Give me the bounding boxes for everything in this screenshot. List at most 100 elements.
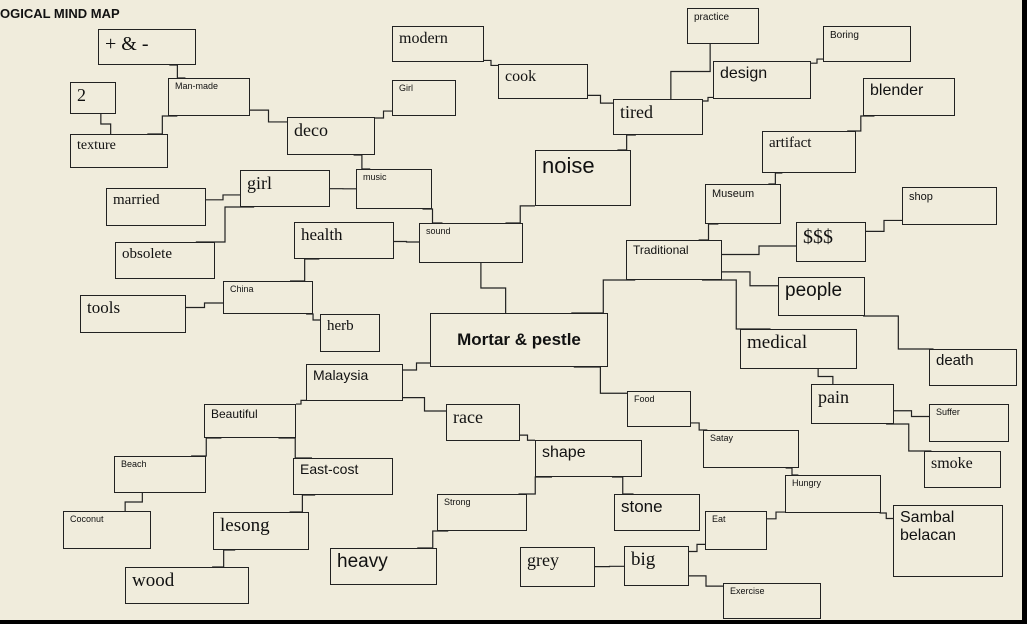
connector-artifact-to-blender: [847, 115, 875, 132]
node-label: heavy: [337, 551, 388, 572]
node-shop: shop: [902, 187, 997, 225]
node-coconut: Coconut: [63, 511, 151, 549]
node-label: Beautiful: [211, 407, 258, 421]
connector-eat-to-big: [689, 543, 705, 553]
node-satay: Satay: [703, 430, 799, 468]
node-mortar-pestle: Mortar & pestle: [430, 313, 608, 367]
connector-shape-to-stone: [611, 476, 634, 495]
node-strong: Strong: [437, 494, 527, 531]
node-traditional: Traditional: [626, 240, 722, 280]
node-girl-small: Girl: [392, 80, 456, 116]
node-label: noise: [542, 153, 595, 178]
node-label: tired: [620, 102, 653, 122]
node-design: design: [713, 61, 811, 99]
node-tired: tired: [613, 99, 703, 135]
connector-mortar-pestle-to-sound: [480, 263, 507, 313]
node-label: cook: [505, 68, 537, 85]
node-label: texture: [77, 138, 116, 153]
node-cook: cook: [498, 64, 588, 99]
node-label: shape: [542, 444, 586, 461]
node-label: shop: [909, 191, 933, 203]
node-label: Malaysia: [313, 367, 369, 383]
connector-china-to-tools: [186, 302, 223, 309]
node-label: race: [453, 407, 483, 427]
node-people: people: [778, 277, 865, 316]
connector-mortar-pestle-to-food: [573, 366, 627, 394]
connector-traditional-to-medical: [701, 279, 771, 330]
node-museum: Museum: [705, 184, 781, 224]
connector-china-to-herb: [306, 313, 320, 321]
node-dollars: $$$: [796, 222, 866, 262]
node-practice: practice: [687, 8, 759, 44]
node-label: Eat: [712, 514, 726, 524]
connector-pain-to-smoke: [886, 423, 932, 452]
node-label: obsolete: [122, 246, 172, 262]
node-label: Man-made: [175, 81, 219, 91]
node-girl: girl: [240, 170, 330, 207]
node-label: people: [785, 280, 843, 301]
connector-deco-to-man-made: [250, 109, 287, 123]
node-label: Boring: [830, 30, 859, 41]
node-label: big: [631, 549, 656, 570]
node-pain: pain: [811, 384, 894, 424]
node-east-cost: East-cost: [293, 458, 393, 495]
node-blender: blender: [863, 78, 955, 116]
node-deco: deco: [287, 117, 375, 155]
node-label: Traditional: [633, 243, 689, 257]
connector-deco-to-girl-small: [375, 110, 392, 119]
node-married: married: [106, 188, 206, 226]
node-label: East-cost: [300, 461, 359, 477]
node-label: health: [301, 225, 343, 244]
node-label: smoke: [931, 455, 973, 472]
connector-tired-to-design: [703, 96, 713, 102]
node-label: grey: [527, 550, 559, 570]
node-label: 2: [77, 85, 86, 105]
connector-race-to-shape: [520, 434, 535, 441]
node-label: herb: [327, 318, 354, 334]
node-smoke: smoke: [924, 451, 1001, 488]
node-label: Hungry: [792, 478, 822, 488]
node-beautiful: Beautiful: [204, 404, 296, 438]
node-shape: shape: [535, 440, 642, 477]
connector-cook-to-modern: [484, 59, 498, 67]
node-label: Satay: [710, 433, 734, 443]
node-tools: tools: [80, 295, 186, 333]
node-label: Food: [634, 394, 655, 404]
connector-mortar-pestle-to-traditional: [571, 279, 636, 314]
node-death: death: [929, 349, 1017, 386]
node-china: China: [223, 281, 313, 314]
connector-man-made-to-plus-amp-minus: [169, 64, 186, 79]
node-medical: medical: [740, 329, 857, 369]
connector-malaysia-to-race: [403, 396, 446, 412]
connector-east-cost-to-lesong: [289, 494, 316, 513]
connector-beautiful-to-beach: [191, 437, 222, 457]
node-health: health: [294, 222, 394, 259]
connector-girl-to-married: [206, 194, 240, 201]
node-label: Suffer: [936, 407, 960, 417]
node-label: sound: [426, 226, 451, 236]
node-eat: Eat: [705, 511, 767, 550]
node-texture: texture: [70, 134, 168, 168]
node-label: medical: [747, 332, 808, 353]
connector-traditional-to-museum: [698, 223, 719, 241]
node-label: pain: [818, 387, 849, 407]
connector-hungry-to-eat: [767, 511, 785, 520]
mind-map-title: OGICAL MIND MAP: [0, 6, 120, 21]
node-label: design: [720, 65, 768, 82]
node-label: Beach: [121, 459, 147, 469]
node-label: modern: [399, 30, 448, 47]
node-label: lesong: [220, 515, 270, 536]
node-music: music: [356, 169, 432, 209]
node-label: Mortar & pestle: [457, 329, 581, 349]
connector-man-made-to-texture: [147, 115, 178, 135]
node-label: practice: [694, 12, 730, 23]
connector-medical-to-pain: [817, 369, 834, 384]
node-malaysia: Malaysia: [306, 364, 403, 401]
node-label: Strong: [444, 497, 471, 507]
connector-big-to-exercise: [689, 575, 723, 587]
node-boring: Boring: [823, 26, 911, 62]
node-two: 2: [70, 82, 116, 114]
node-wood: wood: [125, 567, 249, 604]
connector-traditional-to-dollars: [722, 245, 796, 256]
